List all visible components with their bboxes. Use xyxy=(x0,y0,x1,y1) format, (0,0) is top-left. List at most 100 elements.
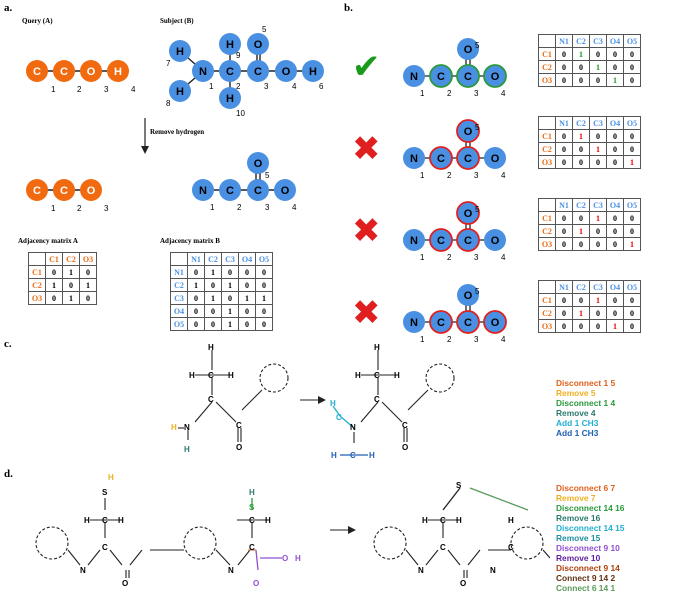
query-num-4: 4 xyxy=(131,85,136,94)
matrix-cell: 1 xyxy=(572,47,590,61)
mapping-atom: O xyxy=(464,208,473,220)
svg-text:4: 4 xyxy=(292,82,297,91)
matrix-cell: 0 xyxy=(606,237,624,251)
matrix-cell: 0 xyxy=(555,293,573,307)
mapping-atom: N xyxy=(410,71,418,83)
matrix-cell: 0 xyxy=(589,73,607,87)
panel-d-operations: Disconnect 6 7 Remove 7 Disconnect 14 16… xyxy=(556,483,624,593)
matrix-cell: 0 xyxy=(623,211,641,225)
svg-text:C: C xyxy=(440,516,446,525)
svg-text:C: C xyxy=(249,516,255,525)
query-num-2: 2 xyxy=(77,85,82,94)
svg-text:O: O xyxy=(460,579,466,588)
mapping-atom-number: 2 xyxy=(447,89,452,98)
svg-text:5: 5 xyxy=(265,171,270,180)
svg-text:C: C xyxy=(208,395,214,404)
svg-text:H: H xyxy=(369,451,375,460)
mapping-atom: C xyxy=(464,71,472,83)
matrix-col-header: N1 xyxy=(555,280,573,294)
matrix-cell: 1 xyxy=(572,306,590,320)
matrix-row-header: C2 xyxy=(538,224,556,238)
mapping-atom: C xyxy=(464,153,472,165)
mapping-atom: C xyxy=(437,153,445,165)
query-molecule: C C O H 1 2 3 4 xyxy=(26,60,136,94)
svg-text:H: H xyxy=(309,66,317,78)
op-c-6: Add 1 CH3 xyxy=(556,428,599,438)
matrix-cell: 0 xyxy=(555,60,573,74)
svg-text:H: H xyxy=(508,516,514,525)
matrix-a-caption: Adjacency matrix A xyxy=(18,237,78,245)
panel-c-label: c. xyxy=(4,338,12,350)
matrix-cell: 0 xyxy=(623,306,641,320)
matrix-cell: 0 xyxy=(555,47,573,61)
svg-text:C: C xyxy=(336,413,342,422)
svg-text:H: H xyxy=(84,516,90,525)
svg-text:C: C xyxy=(33,185,41,197)
matrix-cell: 0 xyxy=(606,142,624,156)
mapping-atom-number: 1 xyxy=(420,171,425,180)
query-molecule-no-h: C C O 1 2 3 xyxy=(26,179,109,213)
mapping-atom-number: 4 xyxy=(501,171,506,180)
svg-text:O: O xyxy=(87,185,96,197)
matrix-b-caption: Adjacency matrix B xyxy=(160,237,220,245)
svg-text:N: N xyxy=(199,66,207,78)
matrix-cell: 0 xyxy=(555,306,573,320)
query-caption: Query (A) xyxy=(22,17,53,25)
matrix-row-header: O3 xyxy=(538,155,556,169)
svg-text:C: C xyxy=(226,66,234,78)
query-num-1: 1 xyxy=(51,85,56,94)
panel-a-molecules: C C O H 1 2 3 4 H H N H C H O C O H 1 xyxy=(26,25,324,213)
svg-text:C: C xyxy=(102,516,108,525)
matrix-row-header: C1 xyxy=(538,211,556,225)
svg-text:N: N xyxy=(80,566,86,575)
matrix-col-header: C3 xyxy=(589,116,607,130)
mapping-atom: O xyxy=(491,235,500,247)
panel-b-label: b. xyxy=(344,2,353,14)
mapping-atom-number: 5 xyxy=(475,123,480,132)
svg-text:H: H xyxy=(226,93,234,105)
svg-text:H: H xyxy=(374,343,380,352)
svg-text:C: C xyxy=(208,371,214,380)
matrix-col-header: N1 xyxy=(555,116,573,130)
op-d-11: Connect 6 14 1 xyxy=(556,583,616,593)
svg-text:H: H xyxy=(108,473,114,482)
svg-text:7: 7 xyxy=(166,59,171,68)
svg-text:O: O xyxy=(281,185,290,197)
svg-text:2: 2 xyxy=(237,203,242,212)
svg-text:5: 5 xyxy=(262,25,267,34)
svg-text:H: H xyxy=(265,516,271,525)
matrix-col-header: C3 xyxy=(589,280,607,294)
matrix-col-header: O5 xyxy=(623,116,641,130)
op-d-4: Remove 16 xyxy=(556,513,601,523)
matrix-cell: 0 xyxy=(572,142,590,156)
svg-text:2: 2 xyxy=(236,82,241,91)
mapping-atom-number: 4 xyxy=(501,89,506,98)
op-d-3: Disconnect 14 16 xyxy=(556,503,625,513)
matrix-col-header: O4 xyxy=(606,34,624,48)
matrix-cell: 0 xyxy=(606,155,624,169)
matrix-row-header: C1 xyxy=(538,293,556,307)
mapping-atom-number: 3 xyxy=(474,335,479,344)
matrix-row-header: C2 xyxy=(538,306,556,320)
matrix-col-header: C2 xyxy=(572,280,590,294)
matrix-col-header: O5 xyxy=(623,198,641,212)
matrix-cell: 0 xyxy=(623,293,641,307)
svg-text:O: O xyxy=(402,443,408,452)
subject-caption: Subject (B) xyxy=(160,17,194,25)
svg-text:O: O xyxy=(282,554,288,563)
matrix-col-header: O5 xyxy=(623,280,641,294)
op-d-1: Disconnect 6 7 xyxy=(556,483,616,493)
svg-text:H: H xyxy=(422,516,428,525)
svg-text:O: O xyxy=(253,579,259,588)
mapping-atom-number: 3 xyxy=(474,171,479,180)
mapping-atom: C xyxy=(437,71,445,83)
mapping-atom-number: 4 xyxy=(501,253,506,262)
panel-d-label: d. xyxy=(4,468,13,480)
matrix-cell: 0 xyxy=(623,47,641,61)
mapping-atom: O xyxy=(464,44,473,56)
op-d-5: Disconnect 14 15 xyxy=(556,523,625,533)
mapping-atom-number: 2 xyxy=(447,253,452,262)
